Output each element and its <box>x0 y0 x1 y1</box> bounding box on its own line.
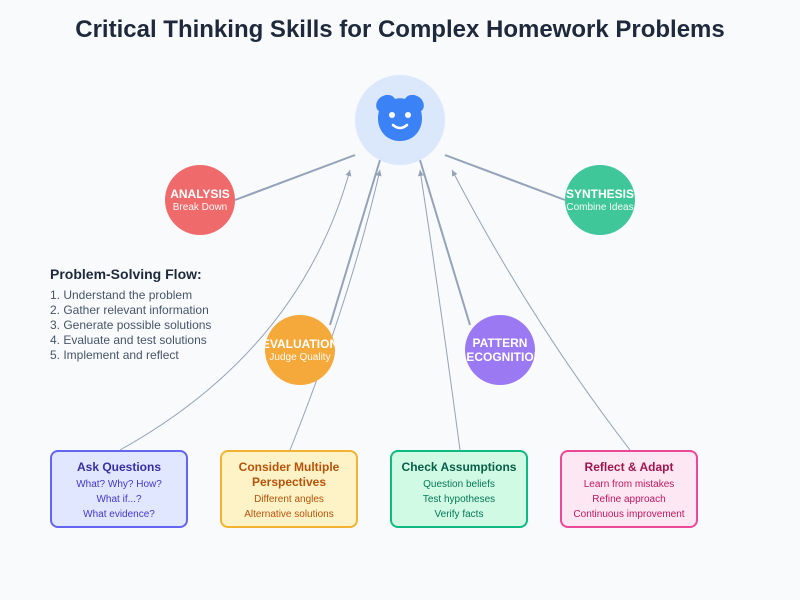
flow-step: 4. Evaluate and test solutions <box>50 333 207 347</box>
problem-solving-flow: Problem-Solving Flow: 1. Understand the … <box>50 266 211 363</box>
box-check-assumptions: Check Assumptions Question beliefs Test … <box>390 450 528 528</box>
flow-step: 2. Gather relevant information <box>50 303 209 317</box>
skill-name: EVALUATION <box>265 336 335 351</box>
box-reflect-adapt: Reflect & Adapt Learn from mistakes Refi… <box>560 450 698 528</box>
skill-node-pattern-recognition: PATTERN RECOGNITION <box>465 315 535 385</box>
flow-heading: Problem-Solving Flow: <box>50 266 202 282</box>
box-line: Question beliefs <box>423 479 495 490</box>
box-line: What if...? <box>96 494 142 505</box>
flow-step: 3. Generate possible solutions <box>50 318 212 332</box>
box-line: What? Why? How? <box>76 479 162 490</box>
skill-node-evaluation: EVALUATION Judge Quality <box>265 315 335 385</box>
skill-name: SYNTHESIS <box>565 186 634 201</box>
box-ask-questions: Ask Questions What? Why? How? What if...… <box>50 450 188 528</box>
smiling-face-icon <box>376 94 424 141</box>
box-consider-perspectives: Consider Multiple Perspectives Different… <box>220 450 358 528</box>
flow-step: 1. Understand the problem <box>50 288 193 302</box>
box-title: Reflect & Adapt <box>584 460 674 474</box>
skill-node-synthesis: SYNTHESIS Combine Ideas <box>565 165 635 235</box>
box-line: Learn from mistakes <box>583 479 675 490</box>
box-title: Check Assumptions <box>401 460 517 474</box>
box-line: Refine approach <box>592 494 666 505</box>
box-line: Different angles <box>254 494 324 505</box>
box-line: What evidence? <box>83 509 155 520</box>
skill-name-line2: RECOGNITION <box>465 350 535 364</box>
skill-sub: Judge Quality <box>269 351 331 363</box>
skill-name: PATTERN <box>472 336 528 350</box>
central-brain-node <box>355 75 445 165</box>
box-title: Ask Questions <box>76 460 162 474</box>
skill-name: ANALYSIS <box>170 186 230 201</box>
skill-sub: Combine Ideas <box>566 201 634 213</box>
box-title-line2: Perspectives <box>251 475 327 489</box>
skill-node-analysis: ANALYSIS Break Down <box>165 165 235 235</box>
box-line: Continuous improvement <box>573 509 685 520</box>
box-line: Test hypotheses <box>422 494 496 505</box>
box-line: Alternative solutions <box>244 509 334 520</box>
skill-sub: Break Down <box>172 201 228 213</box>
flow-step: 5. Implement and reflect <box>50 348 179 362</box>
box-line: Verify facts <box>434 509 484 520</box>
page-title: Critical Thinking Skills for Complex Hom… <box>75 16 725 43</box>
box-title: Consider Multiple <box>238 460 340 474</box>
